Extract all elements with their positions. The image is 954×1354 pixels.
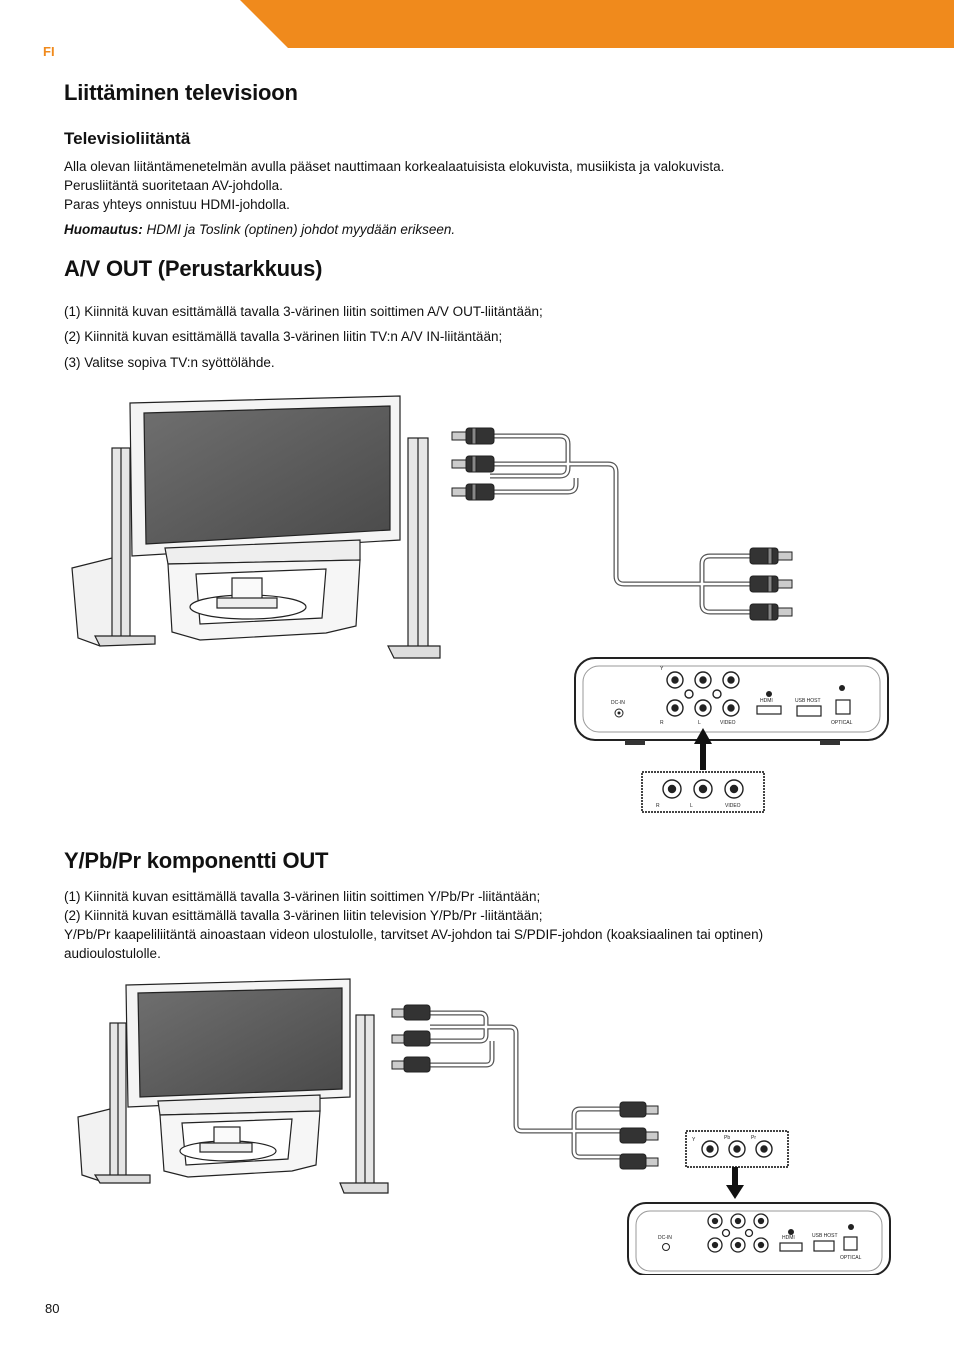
rca-plugs-left: [451, 427, 495, 501]
l-label: L: [698, 720, 701, 726]
page-title: Liittäminen televisioon: [64, 80, 298, 105]
r-label: R: [660, 720, 664, 726]
intro-line-3: Paras yhteys onnistuu HDMI-johdolla.: [64, 197, 290, 212]
component-connection-diagram: Y Pb Pr DC-IN HDMI USB HOST OPTICAL: [77, 978, 891, 1275]
av-step-1: (1) Kiinnitä kuvan esittämällä tavalla 3…: [64, 304, 543, 319]
page-number: 80: [45, 1301, 60, 1316]
arrow-down-icon: [726, 1167, 744, 1199]
zoom-video-label: VIDEO: [725, 803, 741, 809]
usb-label-2: USB HOST: [812, 1233, 838, 1239]
tv-illustration: [71, 395, 441, 659]
comp-line-4: audioulostulolle.: [64, 946, 161, 961]
zoom-l-label: L: [690, 803, 693, 809]
note: Huomautus: HDMI ja Toslink (optinen) joh…: [64, 220, 455, 239]
component-plugs-left: [391, 1004, 431, 1073]
av-step-3: (3) Valitse sopiva TV:n syöttölähde.: [64, 355, 275, 370]
intro-line-2: Perusliitäntä suoritetaan AV-johdolla.: [64, 178, 283, 193]
hdmi-label: HDMI: [760, 698, 773, 704]
av-step-2: (2) Kiinnitä kuvan esittämällä tavalla 3…: [64, 329, 503, 344]
av-cable: [490, 433, 750, 615]
note-text: HDMI ja Toslink (optinen) johdot myydään…: [142, 222, 456, 237]
optical-label: OPTICAL: [831, 720, 853, 726]
component-plugs-right: [619, 1101, 659, 1170]
media-player-back-panel: DC-IN Y R L VIDEO HDMI USB HOST OPTICAL: [574, 657, 889, 745]
av-ports-zoom: R L VIDEO: [641, 771, 765, 813]
comp-line-2: (2) Kiinnitä kuvan esittämällä tavalla 3…: [64, 908, 543, 923]
zoom-pb-label: Pb: [724, 1135, 730, 1141]
intro-line-1: Alla olevan liitäntämenetelmän avulla pä…: [64, 159, 725, 174]
component-ports-zoom: Y Pb Pr: [685, 1130, 789, 1168]
video-label: VIDEO: [720, 720, 736, 726]
usb-label: USB HOST: [795, 698, 821, 704]
optical-label-2: OPTICAL: [840, 1255, 862, 1261]
note-label: Huomautus:: [64, 222, 143, 237]
section-title-component-out: Y/Pb/Pr komponentti OUT: [64, 848, 329, 873]
tv-illustration-2: [77, 978, 389, 1194]
av-connection-diagram: DC-IN Y R L VIDEO HDMI USB HOST OPTICAL: [71, 395, 889, 813]
comp-line-3: Y/Pb/Pr kaapeliliitäntä ainoastaan video…: [64, 927, 764, 942]
dcin-label-2: DC-IN: [658, 1235, 672, 1241]
language-code: FI: [43, 44, 55, 59]
rca-plugs-right: [749, 547, 793, 621]
dcin-label: DC-IN: [611, 700, 625, 706]
media-player-back-panel-2: DC-IN HDMI USB HOST OPTICAL: [627, 1202, 891, 1275]
arrow-up-icon: [694, 728, 712, 770]
subtitle-tv-connection: Televisioliitäntä: [64, 129, 191, 148]
comp-line-1: (1) Kiinnitä kuvan esittämällä tavalla 3…: [64, 889, 541, 904]
zoom-r-label: R: [656, 803, 660, 809]
section-title-av-out: A/V OUT (Perustarkkuus): [64, 256, 323, 281]
zoom-y-label: Y: [692, 1137, 696, 1143]
y-label: Y: [660, 666, 664, 672]
header-accent-band: [240, 0, 954, 48]
zoom-pr-label: Pr: [751, 1135, 756, 1141]
hdmi-label-2: HDMI: [782, 1235, 795, 1241]
